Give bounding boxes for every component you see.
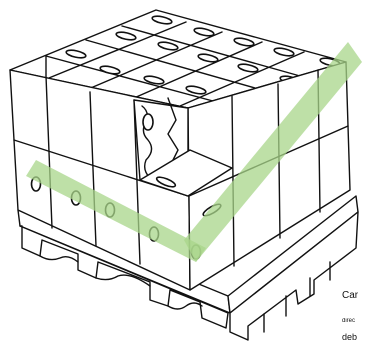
top-grid-a: [45, 25, 301, 105]
caption-line-2: direc: [342, 318, 356, 324]
caption-line-1: Car: [342, 290, 359, 301]
pallet-right-runner: [229, 211, 359, 341]
left-box-seams: [45, 55, 141, 265]
pallet-scallop: [39, 255, 203, 310]
highlight-checkmark: [26, 42, 362, 262]
wooden-pallet: [17, 195, 359, 341]
top-handles: [65, 15, 341, 105]
pallet-front-runner: [19, 225, 229, 329]
missing-carton-cavity: [133, 97, 233, 197]
top-grid-b: [43, 21, 305, 107]
caption-line-3: deb: [342, 332, 358, 342]
pallet-right-slats: [263, 261, 331, 333]
